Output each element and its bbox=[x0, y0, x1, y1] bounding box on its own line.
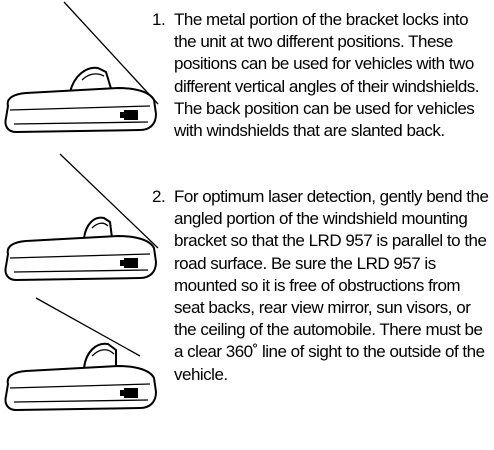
step-number: 2. bbox=[152, 187, 166, 206]
step-number: 1. bbox=[152, 10, 166, 29]
detector-bracket-parallel-mount-icon bbox=[0, 280, 160, 420]
instruction-step-1: 1. The metal portion of the bracket lock… bbox=[152, 9, 492, 142]
detector-bracket-upright-position-icon bbox=[0, 152, 160, 287]
step-text: For optimum laser detection, gently bend… bbox=[174, 187, 489, 384]
detector-bracket-back-position-icon bbox=[0, 0, 160, 135]
step-text: The metal portion of the bracket locks i… bbox=[174, 10, 480, 141]
instruction-step-2: 2. For optimum laser detection, gently b… bbox=[152, 186, 492, 386]
